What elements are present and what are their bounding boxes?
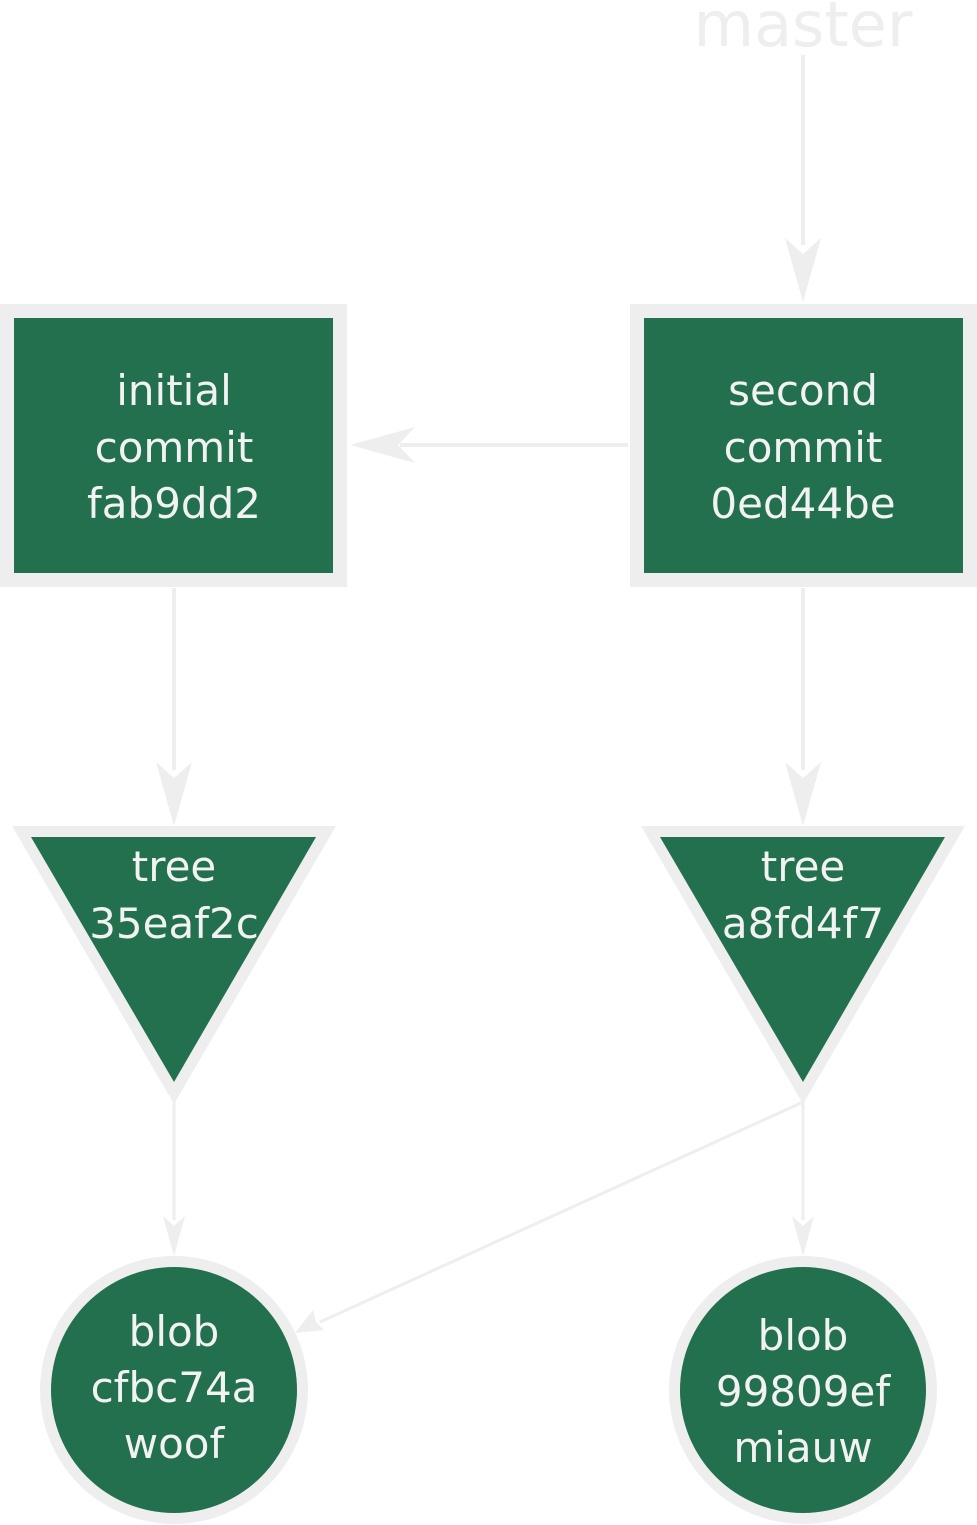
commit-initial-hash: fab9dd2 — [87, 479, 261, 528]
blob-cfbc74a-node: blob cfbc74a woof — [40, 1256, 308, 1524]
commit-initial-line1: initial — [116, 366, 232, 415]
blob-cfbc74a-hash: cfbc74a — [91, 1363, 258, 1412]
tree-a8fd4f7-hash: a8fd4f7 — [722, 899, 884, 948]
tree-35eaf2c-node: tree 35eaf2c — [12, 826, 336, 1104]
blob-99809ef-hash: 99809ef — [716, 1367, 891, 1416]
commit-initial-line2: commit — [95, 423, 254, 472]
blob-cfbc74a-content: woof — [124, 1419, 226, 1468]
arrowhead-tree-35eaf2c-to-blob — [163, 1216, 185, 1256]
tree-a8fd4f7-line1: tree — [761, 842, 846, 891]
blob-cfbc74a-line1: blob — [129, 1307, 220, 1356]
tree-35eaf2c-hash: 35eaf2c — [89, 899, 259, 948]
commit-second-hash: 0ed44be — [710, 479, 895, 528]
tree-35eaf2c-line1: tree — [132, 842, 217, 891]
arrowhead-initial-commit-to-tree — [156, 762, 192, 826]
commit-second-line2: commit — [724, 423, 883, 472]
edge-tree-a8fd4f7-to-blob-cfbc74a — [319, 1100, 804, 1324]
commit-second-line1: second — [728, 366, 878, 415]
tree-a8fd4f7-node: tree a8fd4f7 — [641, 826, 965, 1104]
arrowhead-second-to-initial-commit — [350, 427, 415, 463]
arrowhead-tree-a8fd4f7-to-blob-cfbc74a — [295, 1310, 324, 1333]
blob-99809ef-line1: blob — [758, 1311, 849, 1360]
commit-second-node: second commit 0ed44be — [630, 304, 977, 587]
edges — [156, 55, 821, 1333]
blob-99809ef-content: miauw — [733, 1423, 872, 1472]
arrowhead-tree-a8fd4f7-to-blob-99809ef — [792, 1216, 814, 1256]
arrowhead-second-commit-to-tree — [785, 762, 821, 826]
arrowhead-master-to-second-commit — [785, 238, 821, 302]
commit-initial-node: initial commit fab9dd2 — [0, 304, 347, 587]
blob-99809ef-node: blob 99809ef miauw — [669, 1256, 937, 1524]
ref-master-label: master — [694, 0, 913, 61]
